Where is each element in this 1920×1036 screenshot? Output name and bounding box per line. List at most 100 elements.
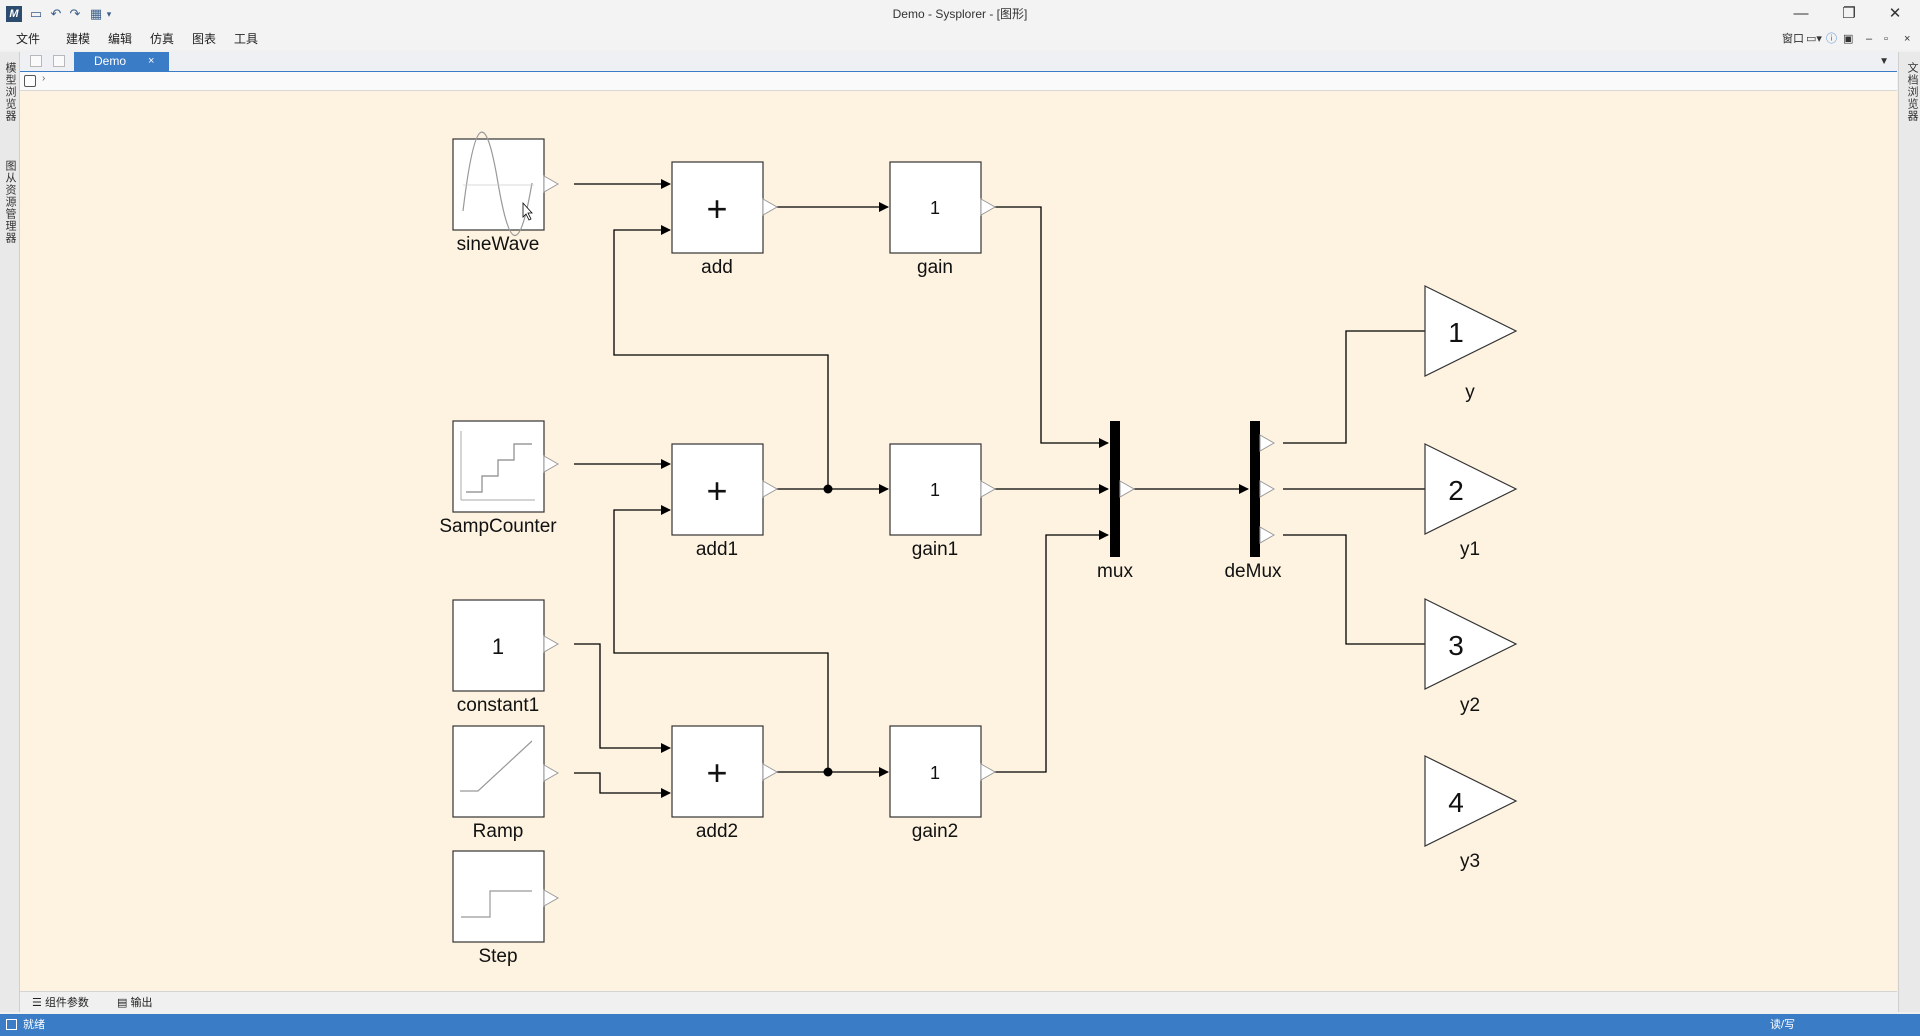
list-icon: ☰ bbox=[32, 997, 42, 1009]
output-y3-block[interactable]: 4 y3 bbox=[1424, 755, 1518, 872]
tab-close-icon[interactable]: × bbox=[148, 55, 155, 67]
doc-close-icon[interactable]: × bbox=[1904, 33, 1911, 45]
breadcrumb: › bbox=[20, 72, 1897, 91]
gain-block[interactable]: 1 gain bbox=[889, 161, 997, 278]
gain2-block[interactable]: 1 gain2 bbox=[889, 725, 997, 842]
window-title: Demo - Sysplorer - [图形] bbox=[892, 7, 1028, 21]
output-y2-number: 3 bbox=[1448, 630, 1464, 661]
add-block[interactable]: + add bbox=[671, 161, 779, 278]
doc-minimize-icon[interactable]: – bbox=[1866, 33, 1873, 45]
mux-block[interactable]: mux bbox=[1097, 421, 1136, 582]
menu-tools[interactable]: 工具 bbox=[234, 32, 259, 46]
constant-value: 1 bbox=[492, 634, 504, 659]
output-window-icon: ▤ bbox=[117, 997, 128, 1009]
resource-manager-tab[interactable]: 图从资源管理器 bbox=[4, 160, 16, 244]
tab-demo-label: Demo bbox=[94, 54, 127, 68]
output-y3-number: 4 bbox=[1448, 787, 1464, 818]
close-button[interactable]: ✕ bbox=[1888, 5, 1902, 22]
add1-block[interactable]: + add1 bbox=[671, 443, 779, 560]
menu-edit[interactable]: 编辑 bbox=[108, 32, 133, 46]
left-dock: 模型浏览器 图从资源管理器 bbox=[0, 52, 20, 1012]
model-home-icon[interactable] bbox=[24, 75, 36, 87]
undo-icon[interactable]: ↶ bbox=[50, 6, 62, 21]
output-y1-block[interactable]: 2 y1 bbox=[1424, 443, 1518, 560]
window-menu[interactable]: 窗口 bbox=[1782, 33, 1804, 45]
title-bar: M ▭ ↶ ↷ ▦ ▾ Demo - Sysplorer - [图形] — ❐ … bbox=[0, 0, 1920, 28]
output-y2-block[interactable]: 3 y2 bbox=[1424, 598, 1518, 716]
output-y-block[interactable]: 1 y bbox=[1424, 285, 1518, 403]
add2-label: add2 bbox=[696, 821, 738, 842]
output-y1-label: y1 bbox=[1460, 539, 1480, 560]
redo-icon[interactable]: ↷ bbox=[69, 6, 81, 21]
gain-value: 1 bbox=[930, 198, 940, 218]
gain2-label: gain2 bbox=[912, 821, 959, 842]
status-text: 就绪 bbox=[23, 1019, 45, 1031]
breadcrumb-arrow-icon[interactable]: › bbox=[42, 73, 46, 84]
bottom-panel-bar: ☰ 组件参数 ▤ 输出 bbox=[20, 991, 1897, 1015]
doc-restore-icon[interactable]: ▫ bbox=[1884, 33, 1888, 45]
output-y-number: 1 bbox=[1448, 317, 1464, 348]
tab-nav-right-icon[interactable] bbox=[53, 55, 65, 67]
read-write-status: 读/写 bbox=[1770, 1019, 1796, 1031]
output-y1-number: 2 bbox=[1448, 475, 1464, 506]
menu-modeling[interactable]: 建模 bbox=[66, 32, 91, 46]
mouse-cursor-icon bbox=[522, 201, 533, 221]
help-icon[interactable]: ⓘ bbox=[1826, 33, 1837, 45]
connection-lines bbox=[574, 179, 1425, 798]
gain-label: gain bbox=[917, 257, 953, 278]
constant1-label: constant1 bbox=[457, 695, 539, 716]
step-label: Step bbox=[478, 946, 517, 967]
document-tab-bar: Demo × ▼ bbox=[20, 52, 1897, 73]
mux-label: mux bbox=[1097, 561, 1133, 582]
tab-list-dropdown-icon[interactable]: ▼ bbox=[1879, 56, 1889, 67]
menu-simulation[interactable]: 仿真 bbox=[150, 32, 175, 46]
sinewave-block[interactable]: sineWave bbox=[452, 131, 560, 255]
grid-icon[interactable]: ▦ bbox=[89, 6, 103, 21]
output-label: 输出 bbox=[130, 997, 153, 1009]
right-dock: 文档浏览器 bbox=[1898, 52, 1920, 1012]
component-params-label: 组件参数 bbox=[44, 997, 89, 1009]
step-block[interactable]: Step bbox=[452, 850, 560, 967]
document-browser-tab[interactable]: 文档浏览器 bbox=[1906, 62, 1918, 122]
layout-icon[interactable]: ▣ bbox=[1843, 33, 1854, 45]
output-y2-label: y2 bbox=[1460, 695, 1480, 716]
quick-access-dropdown-icon[interactable]: ▾ bbox=[106, 9, 112, 19]
plus-icon: + bbox=[706, 188, 727, 229]
add2-block[interactable]: + add2 bbox=[671, 725, 779, 842]
ramp-block[interactable]: Ramp bbox=[452, 725, 560, 842]
tab-nav-left-icon[interactable] bbox=[30, 55, 42, 67]
sampcounter-block[interactable]: SampCounter bbox=[439, 420, 560, 537]
gain2-value: 1 bbox=[930, 763, 940, 783]
status-bar: 就绪 读/写 bbox=[0, 1014, 1920, 1036]
output-tab[interactable]: ▤ 输出 bbox=[117, 992, 152, 1015]
save-icon[interactable]: ▭ bbox=[29, 6, 43, 21]
junction-dot bbox=[823, 767, 833, 777]
restore-button[interactable]: ❐ bbox=[1842, 5, 1856, 22]
component-params-tab[interactable]: ☰ 组件参数 bbox=[32, 992, 89, 1015]
gain1-block[interactable]: 1 gain1 bbox=[889, 443, 997, 560]
demux-label: deMux bbox=[1224, 561, 1282, 582]
diagram-canvas[interactable]: sineWave SampCounter 1 constant1 Ramp St… bbox=[20, 91, 1897, 991]
gain1-label: gain1 bbox=[912, 539, 959, 560]
sampcounter-label: SampCounter bbox=[439, 516, 557, 537]
model-browser-tab[interactable]: 模型浏览器 bbox=[4, 62, 16, 122]
tab-demo[interactable]: Demo × bbox=[74, 52, 169, 71]
plus-icon: + bbox=[706, 470, 727, 511]
app-logo-icon: M bbox=[6, 6, 22, 22]
menu-chart[interactable]: 图表 bbox=[192, 32, 217, 46]
minimize-button[interactable]: — bbox=[1793, 5, 1809, 22]
ramp-label: Ramp bbox=[473, 821, 524, 842]
status-icon bbox=[6, 1019, 17, 1030]
menu-bar: 文件 建模 编辑 仿真 图表 工具 窗口 ▭▾ ⓘ ▣ – ▫ × bbox=[0, 28, 1920, 50]
add-label: add bbox=[701, 257, 733, 278]
menu-file[interactable]: 文件 bbox=[16, 32, 41, 46]
output-y3-label: y3 bbox=[1460, 851, 1480, 872]
constant1-block[interactable]: 1 constant1 bbox=[452, 599, 560, 716]
plus-icon: + bbox=[706, 752, 727, 793]
add1-label: add1 bbox=[696, 539, 738, 560]
sinewave-label: sineWave bbox=[457, 234, 540, 255]
demux-block[interactable]: deMux bbox=[1224, 421, 1282, 582]
window-menu-icon[interactable]: ▭▾ bbox=[1806, 33, 1822, 45]
junction-dot bbox=[823, 484, 833, 494]
output-y-label: y bbox=[1465, 382, 1475, 403]
